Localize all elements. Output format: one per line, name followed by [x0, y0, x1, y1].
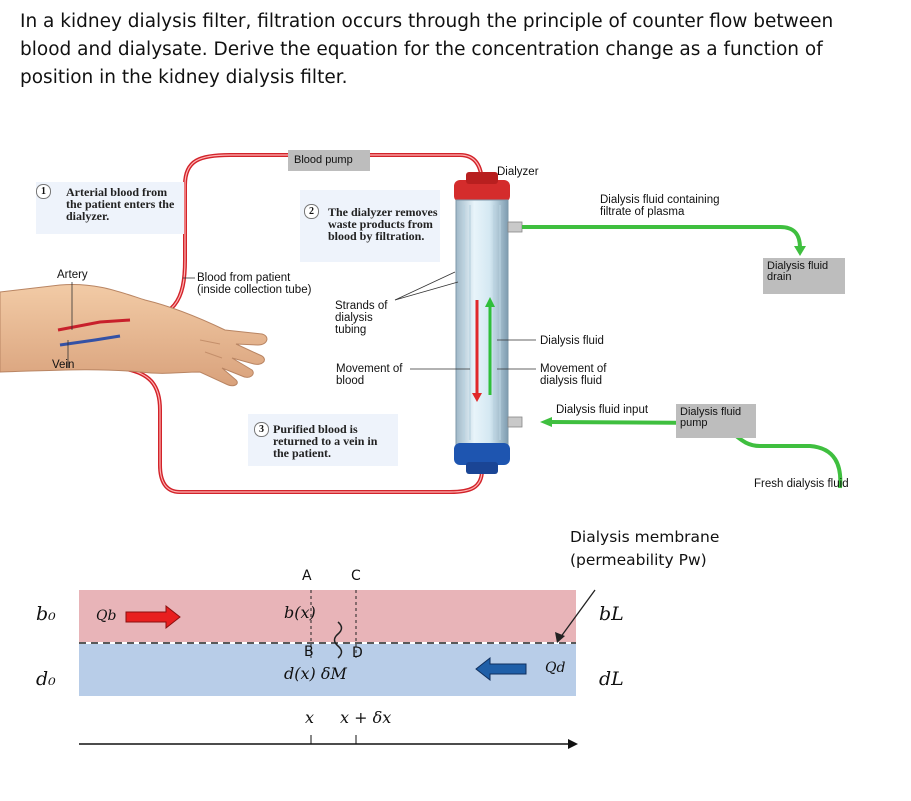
- dialyzer-body: [455, 199, 509, 446]
- dialysate-flow-arrow: [475, 656, 527, 682]
- input-label: Dialysis fluid input: [556, 404, 649, 416]
- label-C: C: [351, 568, 361, 584]
- arm: [0, 283, 268, 387]
- movement-blood-label: Movement of blood: [336, 363, 403, 387]
- step1-text: Arterial blood from the patient enters t…: [66, 185, 175, 223]
- counterflow-schematic: [79, 589, 596, 749]
- Qd-label: Qd: [545, 660, 566, 676]
- dialyzer-label: Dialyzer: [497, 166, 539, 178]
- fresh-fluid-label: Fresh dialysis fluid: [754, 478, 849, 490]
- step2-number: 2: [304, 204, 319, 219]
- step2-text: The dialyzer removes waste products from…: [328, 205, 438, 243]
- dialyzer-cap-top: [454, 180, 510, 202]
- step3-box: 3 Purified blood is returned to a vein i…: [248, 414, 398, 466]
- blood-flow-arrow: [125, 604, 181, 630]
- dialysis-fluid-label: Dialysis fluid: [540, 335, 604, 347]
- pump-label: Dialysis fluid pump: [676, 404, 756, 438]
- step3-number: 3: [254, 422, 269, 437]
- membrane-title: Dialysis membrane: [570, 528, 720, 546]
- label-D: D: [352, 645, 363, 661]
- vein-label: Vein: [52, 359, 75, 371]
- dL-label: dL: [599, 668, 624, 690]
- label-A: A: [302, 568, 312, 584]
- step1-box: 1 Arterial blood from the patient enters…: [36, 182, 184, 234]
- b0-label: b₀: [36, 603, 56, 625]
- blood-pump-label: Blood pump: [288, 150, 370, 171]
- label-B: B: [304, 644, 314, 660]
- step1-number: 1: [36, 184, 51, 199]
- blood-from-patient-label: Blood from patient (inside collection tu…: [197, 272, 312, 296]
- bx-label: b(x): [284, 603, 316, 622]
- step2-box: 2 The dialyzer removes waste products fr…: [300, 190, 440, 262]
- filtrate-label: Dialysis fluid containing filtrate of pl…: [600, 194, 720, 218]
- bL-label: bL: [599, 603, 624, 625]
- dialysis-illustration: [0, 153, 843, 494]
- x-plus-dx-tick-label: x + δx: [340, 708, 392, 727]
- step3-text: Purified blood is returned to a vein in …: [273, 422, 378, 460]
- strands-label: Strands of dialysis tubing: [335, 300, 388, 336]
- artery-label: Artery: [57, 269, 88, 281]
- x-tick-label: x: [305, 708, 315, 727]
- dx-dM-label: d(x) δM: [284, 664, 347, 683]
- question-text: In a kidney dialysis filter, filtration …: [20, 11, 834, 88]
- drain-tube: [522, 225, 802, 249]
- Qb-label: Qb: [96, 608, 117, 624]
- movement-dialysis-label: Movement of dialysis fluid: [540, 363, 607, 387]
- d0-label: d₀: [36, 668, 56, 690]
- dialyzer-cap-bottom: [454, 443, 510, 465]
- drain-label: Dialysis fluid drain: [763, 258, 845, 294]
- membrane-permeability: (permeability Pw): [570, 551, 707, 569]
